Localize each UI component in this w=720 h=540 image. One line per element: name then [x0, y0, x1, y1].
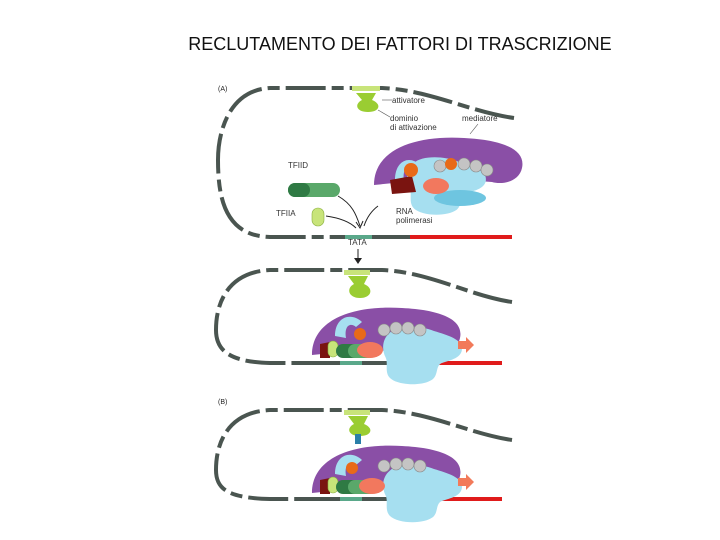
enhancer-site [344, 410, 370, 415]
panel-a-label: (A) [218, 86, 227, 93]
subunit [433, 159, 447, 173]
panel-b-label: (B) [218, 399, 227, 406]
tfiia-label: TFIIA [276, 209, 296, 218]
panel-a: (A) attivatore dominio di attivazione me… [215, 86, 523, 264]
tfiia-protein [311, 207, 325, 227]
dna-strand [215, 86, 515, 239]
tata-label: TATA [348, 238, 367, 247]
dna-strand [213, 408, 513, 501]
activator-protein [356, 93, 379, 112]
rna-polymerase-label: polimerasi [396, 216, 433, 225]
transcription-arrow-icon [458, 337, 474, 353]
panel-b: (B) [213, 399, 513, 523]
page-title: RECLUTAMENTO DEI FATTORI DI TRASCRIZIONE [188, 34, 612, 54]
activator-protein [348, 276, 371, 298]
activator-protein [348, 416, 371, 436]
mediator-label: mediatore [462, 114, 498, 123]
tfiib [390, 176, 416, 194]
activator-label: attivatore [392, 96, 425, 105]
enhancer-site [352, 86, 380, 91]
panel-middle [213, 268, 513, 385]
tfiif [423, 178, 449, 194]
dna-strand [213, 268, 513, 365]
rna-polymerase-label: RNA [396, 207, 414, 216]
activation-domain-label: dominio [390, 114, 419, 123]
enhancer-site [344, 270, 370, 275]
activation-domain-label: di attivazione [390, 123, 437, 132]
transcription-arrow-icon [458, 474, 474, 490]
subunit [445, 158, 457, 170]
tfiid-label: TFIID [288, 161, 308, 170]
